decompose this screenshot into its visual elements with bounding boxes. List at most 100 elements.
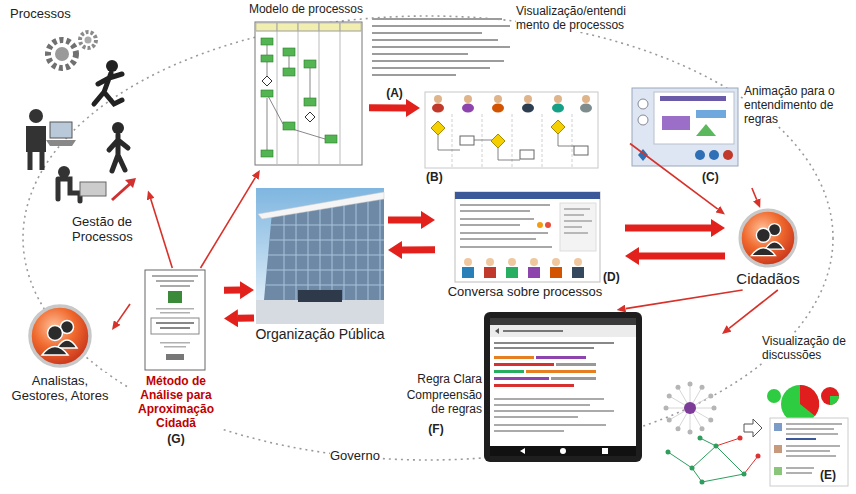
process-people bbox=[58, 166, 70, 178]
method-document bbox=[156, 322, 194, 324]
relation-arrow bbox=[201, 178, 256, 268]
discussion-graphs bbox=[786, 450, 830, 452]
citizen-icon bbox=[756, 228, 770, 242]
citizen-icon bbox=[740, 210, 796, 266]
process-model bbox=[319, 23, 340, 31]
discussion-graphs bbox=[714, 444, 719, 449]
organization-photo: Organização Pública bbox=[254, 186, 388, 344]
process-model bbox=[256, 23, 277, 31]
discussion-graphs bbox=[774, 445, 782, 453]
phone-screenshot bbox=[490, 318, 636, 456]
building-photo bbox=[256, 188, 384, 324]
conversation-screenshot bbox=[460, 204, 552, 248]
process-people bbox=[55, 47, 69, 61]
animation-screenshot bbox=[696, 124, 716, 136]
method-document bbox=[156, 308, 194, 310]
phone-screenshot bbox=[484, 312, 642, 462]
process-model bbox=[305, 112, 315, 122]
phone-screenshot bbox=[494, 424, 606, 426]
process-people bbox=[48, 40, 76, 68]
process-model bbox=[283, 68, 295, 76]
conversation-screenshot bbox=[545, 222, 551, 228]
screenshot-panel: Visualização/entendimento de processos(B… bbox=[420, 4, 630, 190]
process-model bbox=[261, 55, 273, 62]
building-photo bbox=[256, 300, 384, 324]
conversation-screenshot bbox=[455, 192, 600, 199]
flow-arrow bbox=[639, 252, 725, 259]
process-model bbox=[261, 90, 273, 97]
phone-screenshot bbox=[494, 377, 549, 380]
swimlane-screenshot bbox=[491, 134, 505, 148]
method-document bbox=[166, 354, 184, 360]
conversation-screenshot bbox=[572, 267, 584, 278]
flow-arrow bbox=[224, 287, 240, 294]
process-model bbox=[304, 98, 316, 106]
swimlane-screenshot bbox=[554, 95, 562, 103]
process-model bbox=[261, 38, 337, 157]
flow-arrow bbox=[388, 216, 421, 223]
figure-caption: Conversa sobre processos bbox=[435, 284, 615, 299]
method-document bbox=[152, 275, 198, 277]
phone-screenshot bbox=[484, 312, 642, 462]
citizen-icon bbox=[740, 210, 796, 266]
discussion-graphs bbox=[664, 382, 849, 487]
process-people bbox=[112, 182, 132, 200]
swimlane-screenshot bbox=[580, 104, 592, 113]
phone-screenshot bbox=[494, 356, 534, 359]
discussion-graphs bbox=[708, 394, 713, 399]
discussion-graphs bbox=[688, 430, 693, 435]
swimlane-screenshot bbox=[492, 104, 504, 113]
panel-letter: (D) bbox=[603, 270, 620, 284]
process-model bbox=[304, 60, 316, 68]
discussion-graphs bbox=[786, 423, 842, 425]
text-screenshot bbox=[372, 18, 510, 76]
animation-screenshot bbox=[654, 92, 734, 144]
conversation-screenshot bbox=[560, 203, 596, 251]
swimlane-screenshot bbox=[574, 146, 588, 155]
text-screenshot bbox=[372, 25, 510, 27]
process-people bbox=[50, 122, 72, 138]
discussion-graphs bbox=[756, 454, 761, 459]
phone-screenshot bbox=[551, 377, 596, 380]
model-panel: Modelo de processos bbox=[245, 2, 369, 170]
method-title: Método de Análise para Aproximação Cidad… bbox=[130, 374, 222, 430]
swimlane-screenshot bbox=[462, 104, 474, 113]
method-document bbox=[145, 270, 205, 370]
conversation-screenshot bbox=[460, 224, 520, 226]
discussion-graphs bbox=[690, 466, 695, 471]
conversation-screenshot bbox=[537, 222, 543, 228]
text-screenshot bbox=[372, 46, 510, 48]
method-document bbox=[160, 285, 190, 287]
figure-caption: Visualização/entendimento de processos bbox=[516, 4, 628, 32]
method-document bbox=[145, 270, 205, 370]
process-people bbox=[112, 122, 124, 134]
text-screenshot bbox=[372, 32, 482, 34]
discussion-graphs bbox=[830, 396, 839, 405]
process-model bbox=[255, 22, 362, 165]
process-model bbox=[256, 23, 361, 31]
conversation-screenshot bbox=[564, 208, 592, 234]
process-model bbox=[298, 23, 319, 31]
phone-screenshot bbox=[494, 430, 564, 432]
phone-screenshot bbox=[503, 330, 563, 332]
discussion-graphs bbox=[664, 406, 669, 411]
process-model bbox=[283, 48, 295, 56]
discussion-graphs bbox=[664, 382, 717, 435]
process-model bbox=[255, 22, 362, 165]
flow-arrow bbox=[625, 224, 711, 231]
animation-screenshot bbox=[632, 88, 738, 166]
conversation-screenshot bbox=[508, 258, 516, 266]
text-screenshot bbox=[372, 60, 504, 62]
building-photo bbox=[256, 188, 384, 324]
discussion-graphs bbox=[786, 445, 840, 447]
process-people bbox=[109, 135, 128, 171]
discussion-graphs bbox=[698, 436, 703, 441]
text-screenshot bbox=[372, 18, 502, 20]
swimlane-screenshot bbox=[494, 95, 502, 103]
relation-arrow bbox=[752, 188, 757, 200]
discussion-graphs bbox=[667, 418, 672, 423]
method-document bbox=[160, 342, 190, 348]
text-screenshot bbox=[372, 53, 468, 55]
discussion-graphs bbox=[700, 426, 705, 431]
